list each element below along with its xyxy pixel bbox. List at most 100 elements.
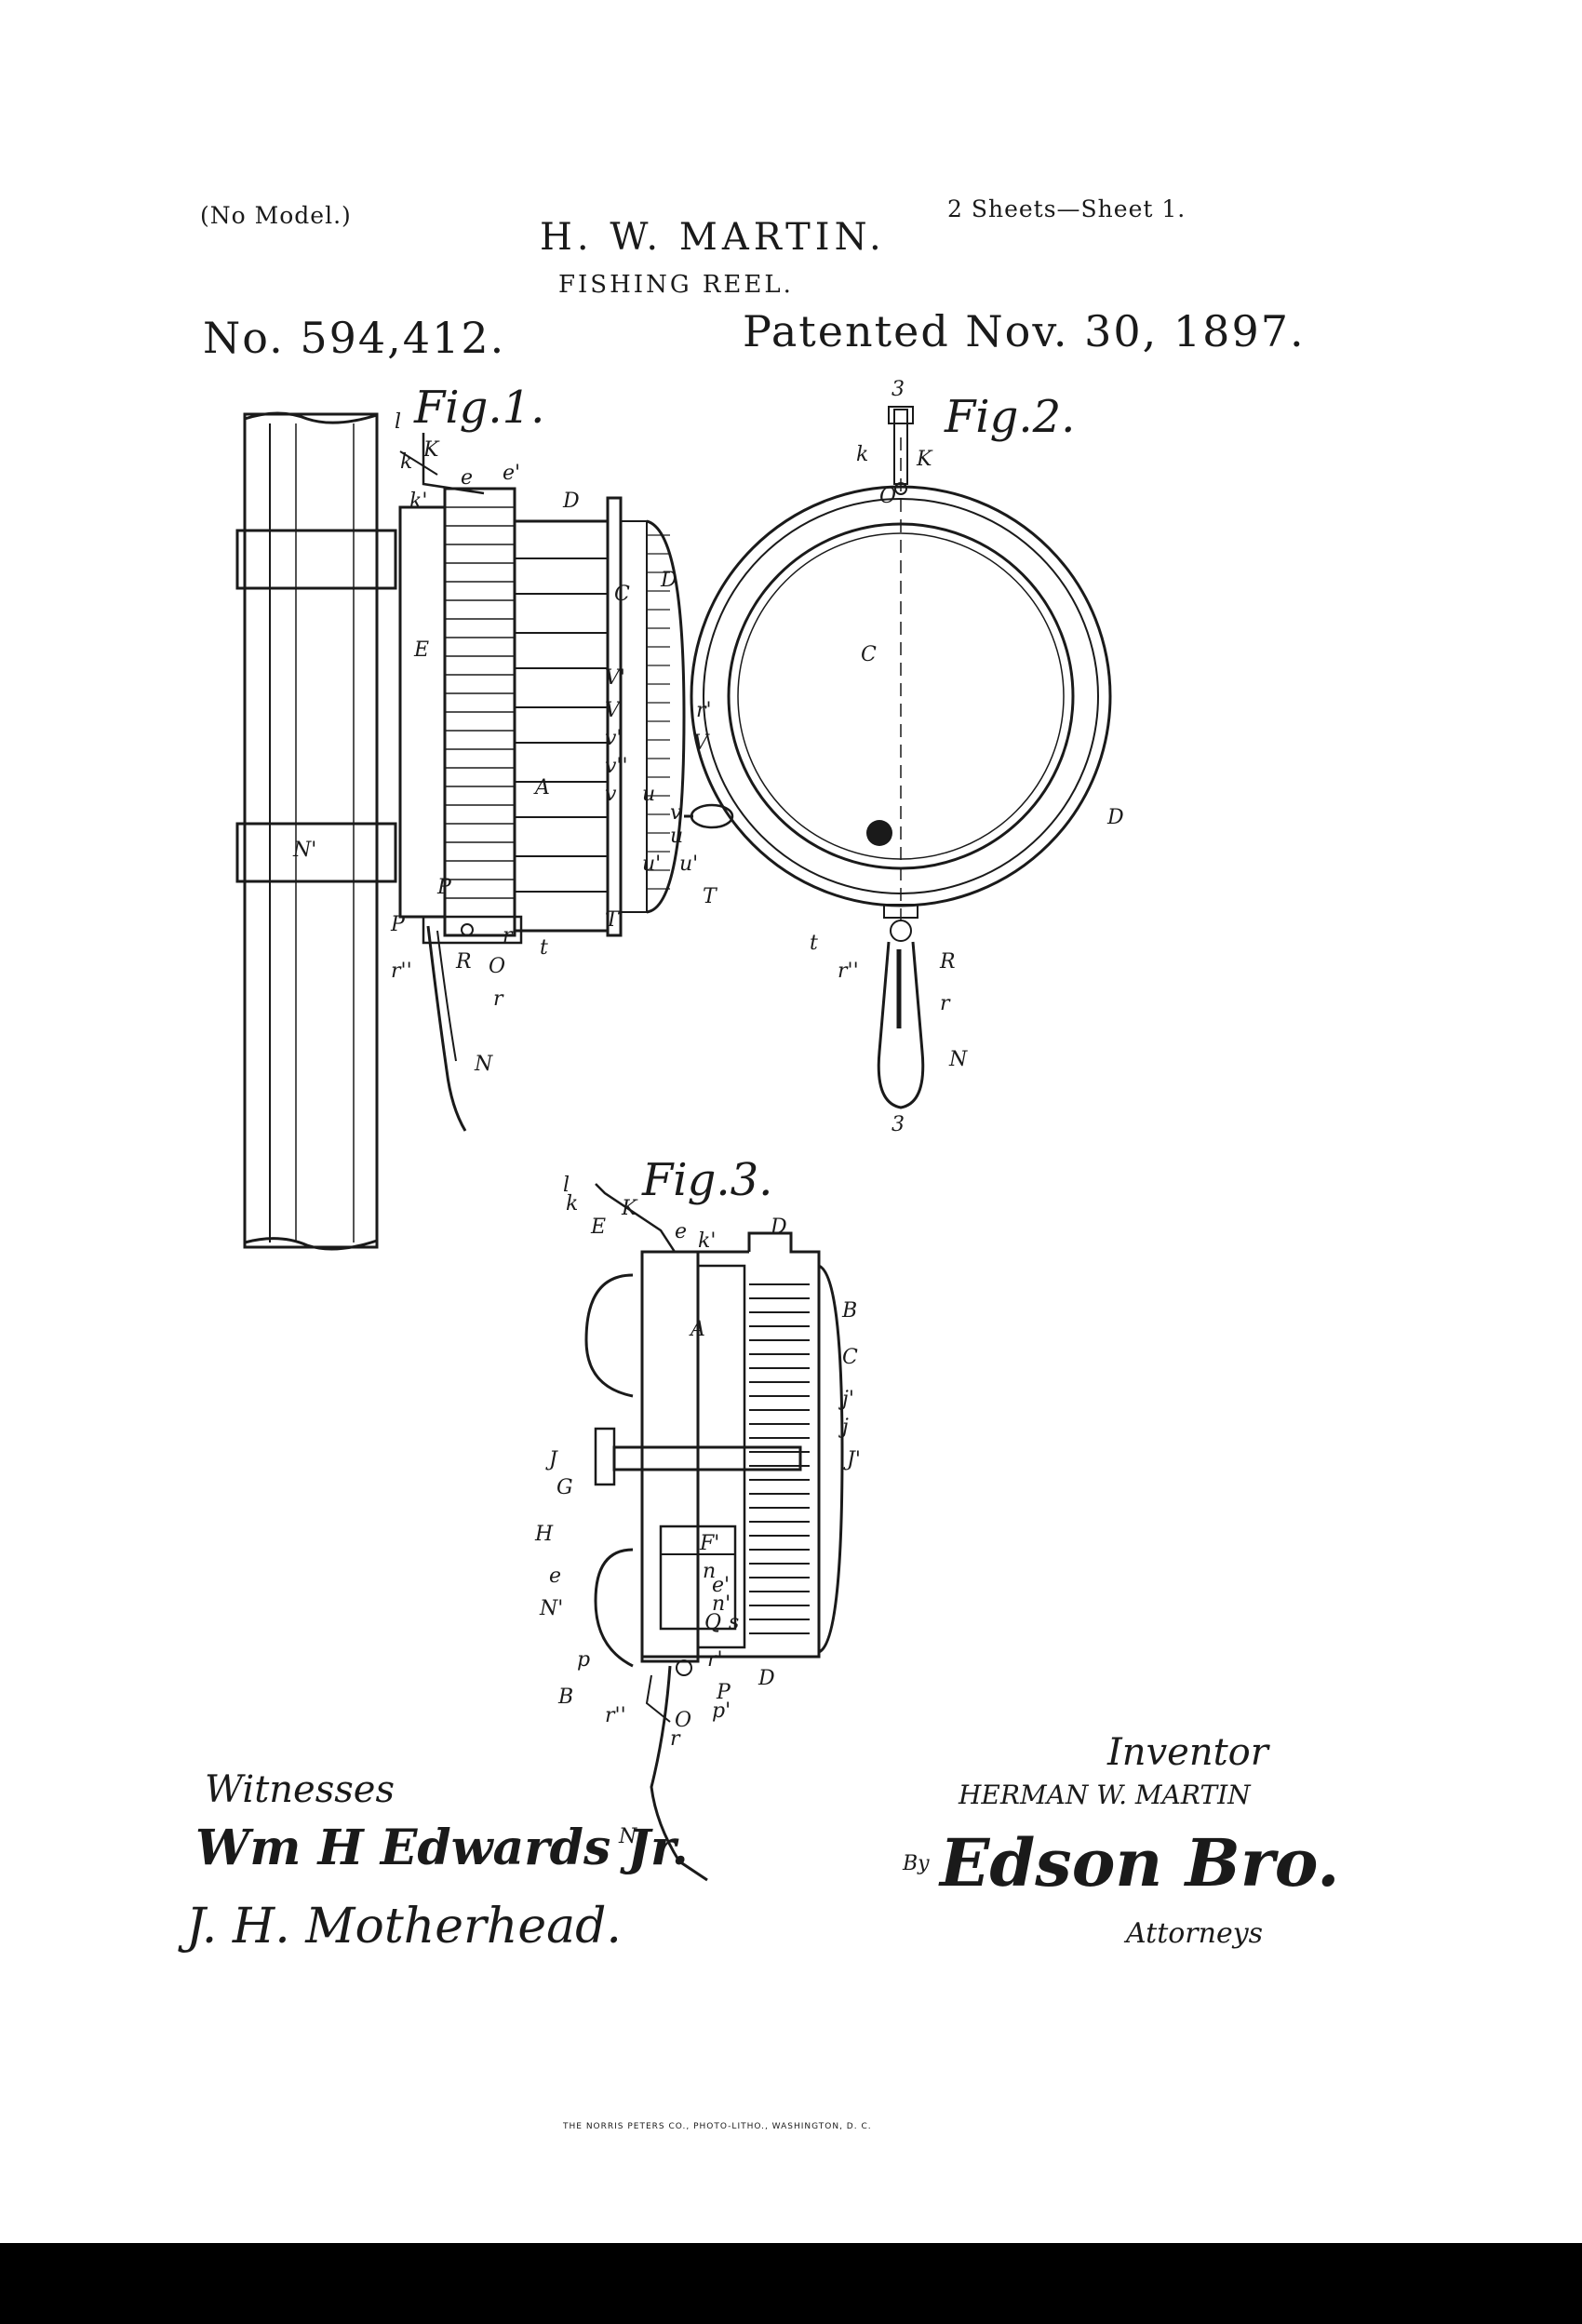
svg-text:r': r' (696, 699, 712, 722)
svg-text:J': J' (843, 1448, 861, 1471)
by-label: By (903, 1852, 930, 1875)
svg-text:K: K (422, 438, 440, 462)
svg-text:E: E (413, 638, 429, 662)
svg-text:r: r (493, 987, 504, 1011)
svg-text:J: J (545, 1448, 558, 1471)
model-note: (No Model.) (200, 202, 352, 229)
fig2-label: Fig.2. (945, 391, 1076, 443)
fig3-drawing: l k K e E k' D B A C j' j J' J G H F' n … (534, 1174, 861, 1882)
svg-text:k: k (400, 450, 412, 474)
svg-text:V: V (693, 732, 710, 755)
svg-text:r': r' (503, 924, 518, 947)
svg-text:v: v (605, 783, 617, 806)
svg-text:B: B (841, 1299, 857, 1323)
svg-text:C: C (842, 1346, 858, 1369)
svg-text:O: O (675, 1709, 691, 1732)
inventor-label: Inventor (1107, 1731, 1268, 1774)
svg-text:P: P (716, 1681, 731, 1704)
svg-text:T: T (703, 885, 718, 908)
svg-text:t: t (540, 936, 548, 960)
svg-text:r': r' (707, 1648, 723, 1672)
svg-text:v': v' (605, 727, 622, 750)
svg-text:V: V (605, 699, 622, 722)
svg-text:u': u' (642, 853, 661, 876)
svg-text:u: u (642, 783, 655, 806)
svg-text:k': k' (409, 490, 427, 513)
svg-text:3: 3 (892, 1113, 905, 1136)
svg-text:D: D (1106, 806, 1124, 829)
svg-text:D: D (660, 569, 677, 592)
svg-text:D: D (562, 490, 580, 513)
svg-text:v: v (670, 801, 682, 825)
svg-text:R: R (939, 950, 956, 974)
svg-text:e: e (675, 1220, 687, 1243)
svg-text:l: l (395, 410, 401, 434)
svg-text:V': V' (605, 666, 625, 690)
svg-text:k: k (856, 443, 868, 466)
svg-text:O: O (879, 485, 896, 508)
svg-text:r'': r'' (605, 1704, 626, 1727)
svg-text:C: C (861, 643, 877, 666)
svg-text:e: e (461, 466, 473, 490)
svg-text:p': p' (712, 1699, 731, 1723)
svg-text:u: u (670, 825, 683, 848)
svg-text:N': N' (292, 839, 316, 862)
svg-text:D: D (757, 1667, 775, 1690)
svg-text:K: K (916, 448, 933, 471)
svg-text:u': u' (679, 853, 698, 876)
svg-text:t: t (810, 932, 818, 955)
svg-text:3: 3 (892, 378, 905, 401)
svg-text:r'': r'' (838, 960, 859, 983)
svg-text:e': e' (503, 462, 520, 485)
svg-text:l: l (563, 1174, 570, 1197)
svg-text:A: A (689, 1318, 705, 1341)
fig3-label: Fig.3. (642, 1154, 773, 1206)
svg-text:C: C (614, 583, 630, 606)
svg-text:n: n (703, 1560, 716, 1583)
svg-text:r: r (670, 1727, 681, 1751)
svg-text:j': j' (838, 1388, 854, 1411)
fig2-drawing: 3 k K O D C r' V v u u' T D t r'' R r N … (660, 378, 1124, 1136)
svg-text:O: O (489, 955, 505, 978)
svg-text:r: r (940, 992, 951, 1015)
svg-text:k: k (566, 1192, 578, 1216)
attorney-signature: Edson Bro. (940, 1824, 1340, 1901)
svg-text:T: T (605, 908, 621, 932)
svg-text:v'': v'' (605, 755, 628, 778)
svg-text:e': e' (712, 1574, 730, 1597)
svg-text:k': k' (698, 1229, 716, 1253)
svg-text:D: D (770, 1216, 787, 1239)
svg-text:H: H (534, 1523, 554, 1546)
printer-credit: THE NORRIS PETERS CO., PHOTO-LITHO., WAS… (563, 2122, 872, 2131)
patent-number: No. 594,412. (203, 313, 506, 363)
witness-1-signature: Wm H Edwards Jr. (195, 1820, 689, 1876)
svg-text:P: P (390, 913, 406, 936)
svg-text:N: N (618, 1825, 637, 1848)
inventor-signature: HERMAN W. MARTIN (959, 1780, 1251, 1810)
svg-text:n': n' (712, 1592, 731, 1616)
svg-text:R: R (455, 950, 472, 974)
witness-2-signature: J. H. Motherhead. (186, 1899, 622, 1955)
svg-text:N': N' (539, 1597, 563, 1620)
svg-text:K: K (621, 1197, 638, 1220)
svg-text:e: e (549, 1565, 561, 1588)
fig1-label: Fig.1. (414, 382, 545, 434)
witnesses-label: Witnesses (205, 1768, 395, 1811)
svg-text:Q: Q (704, 1611, 721, 1634)
svg-text:r'': r'' (391, 960, 412, 983)
svg-text:F': F' (699, 1532, 719, 1555)
svg-text:s: s (729, 1611, 739, 1634)
svg-text:N: N (474, 1053, 493, 1076)
patent-title: FISHING REEL. (558, 271, 794, 299)
svg-text:N: N (948, 1048, 968, 1071)
svg-text:G: G (556, 1476, 573, 1499)
svg-text:E: E (590, 1216, 606, 1239)
svg-text:j: j (838, 1416, 849, 1439)
svg-text:P: P (436, 876, 452, 899)
patent-date: Patented Nov. 30, 1897. (743, 306, 1306, 356)
svg-text:A: A (533, 776, 550, 799)
svg-text:p: p (577, 1648, 590, 1672)
attorneys-label: Attorneys (1126, 1917, 1264, 1950)
svg-text:B: B (557, 1686, 573, 1709)
